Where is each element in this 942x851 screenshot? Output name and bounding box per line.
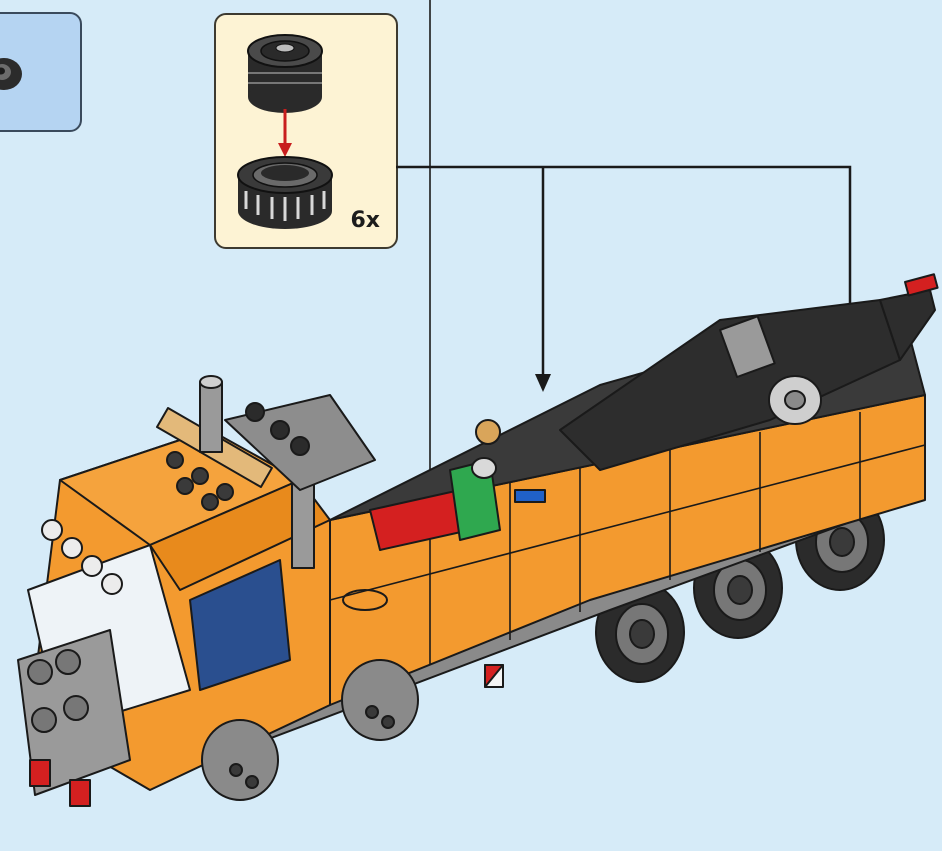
tire-icon	[237, 156, 333, 229]
previous-step-callout	[0, 12, 82, 132]
tow-truck-model-icon	[17, 0, 939, 807]
sub-assembly-callout: 6x	[214, 13, 398, 249]
wheel-part-icon	[0, 58, 22, 90]
rear-wheels	[595, 489, 885, 683]
rim-icon	[247, 34, 323, 113]
assembly-arrow-icon	[278, 109, 292, 157]
quantity-label: 6x	[350, 208, 381, 233]
